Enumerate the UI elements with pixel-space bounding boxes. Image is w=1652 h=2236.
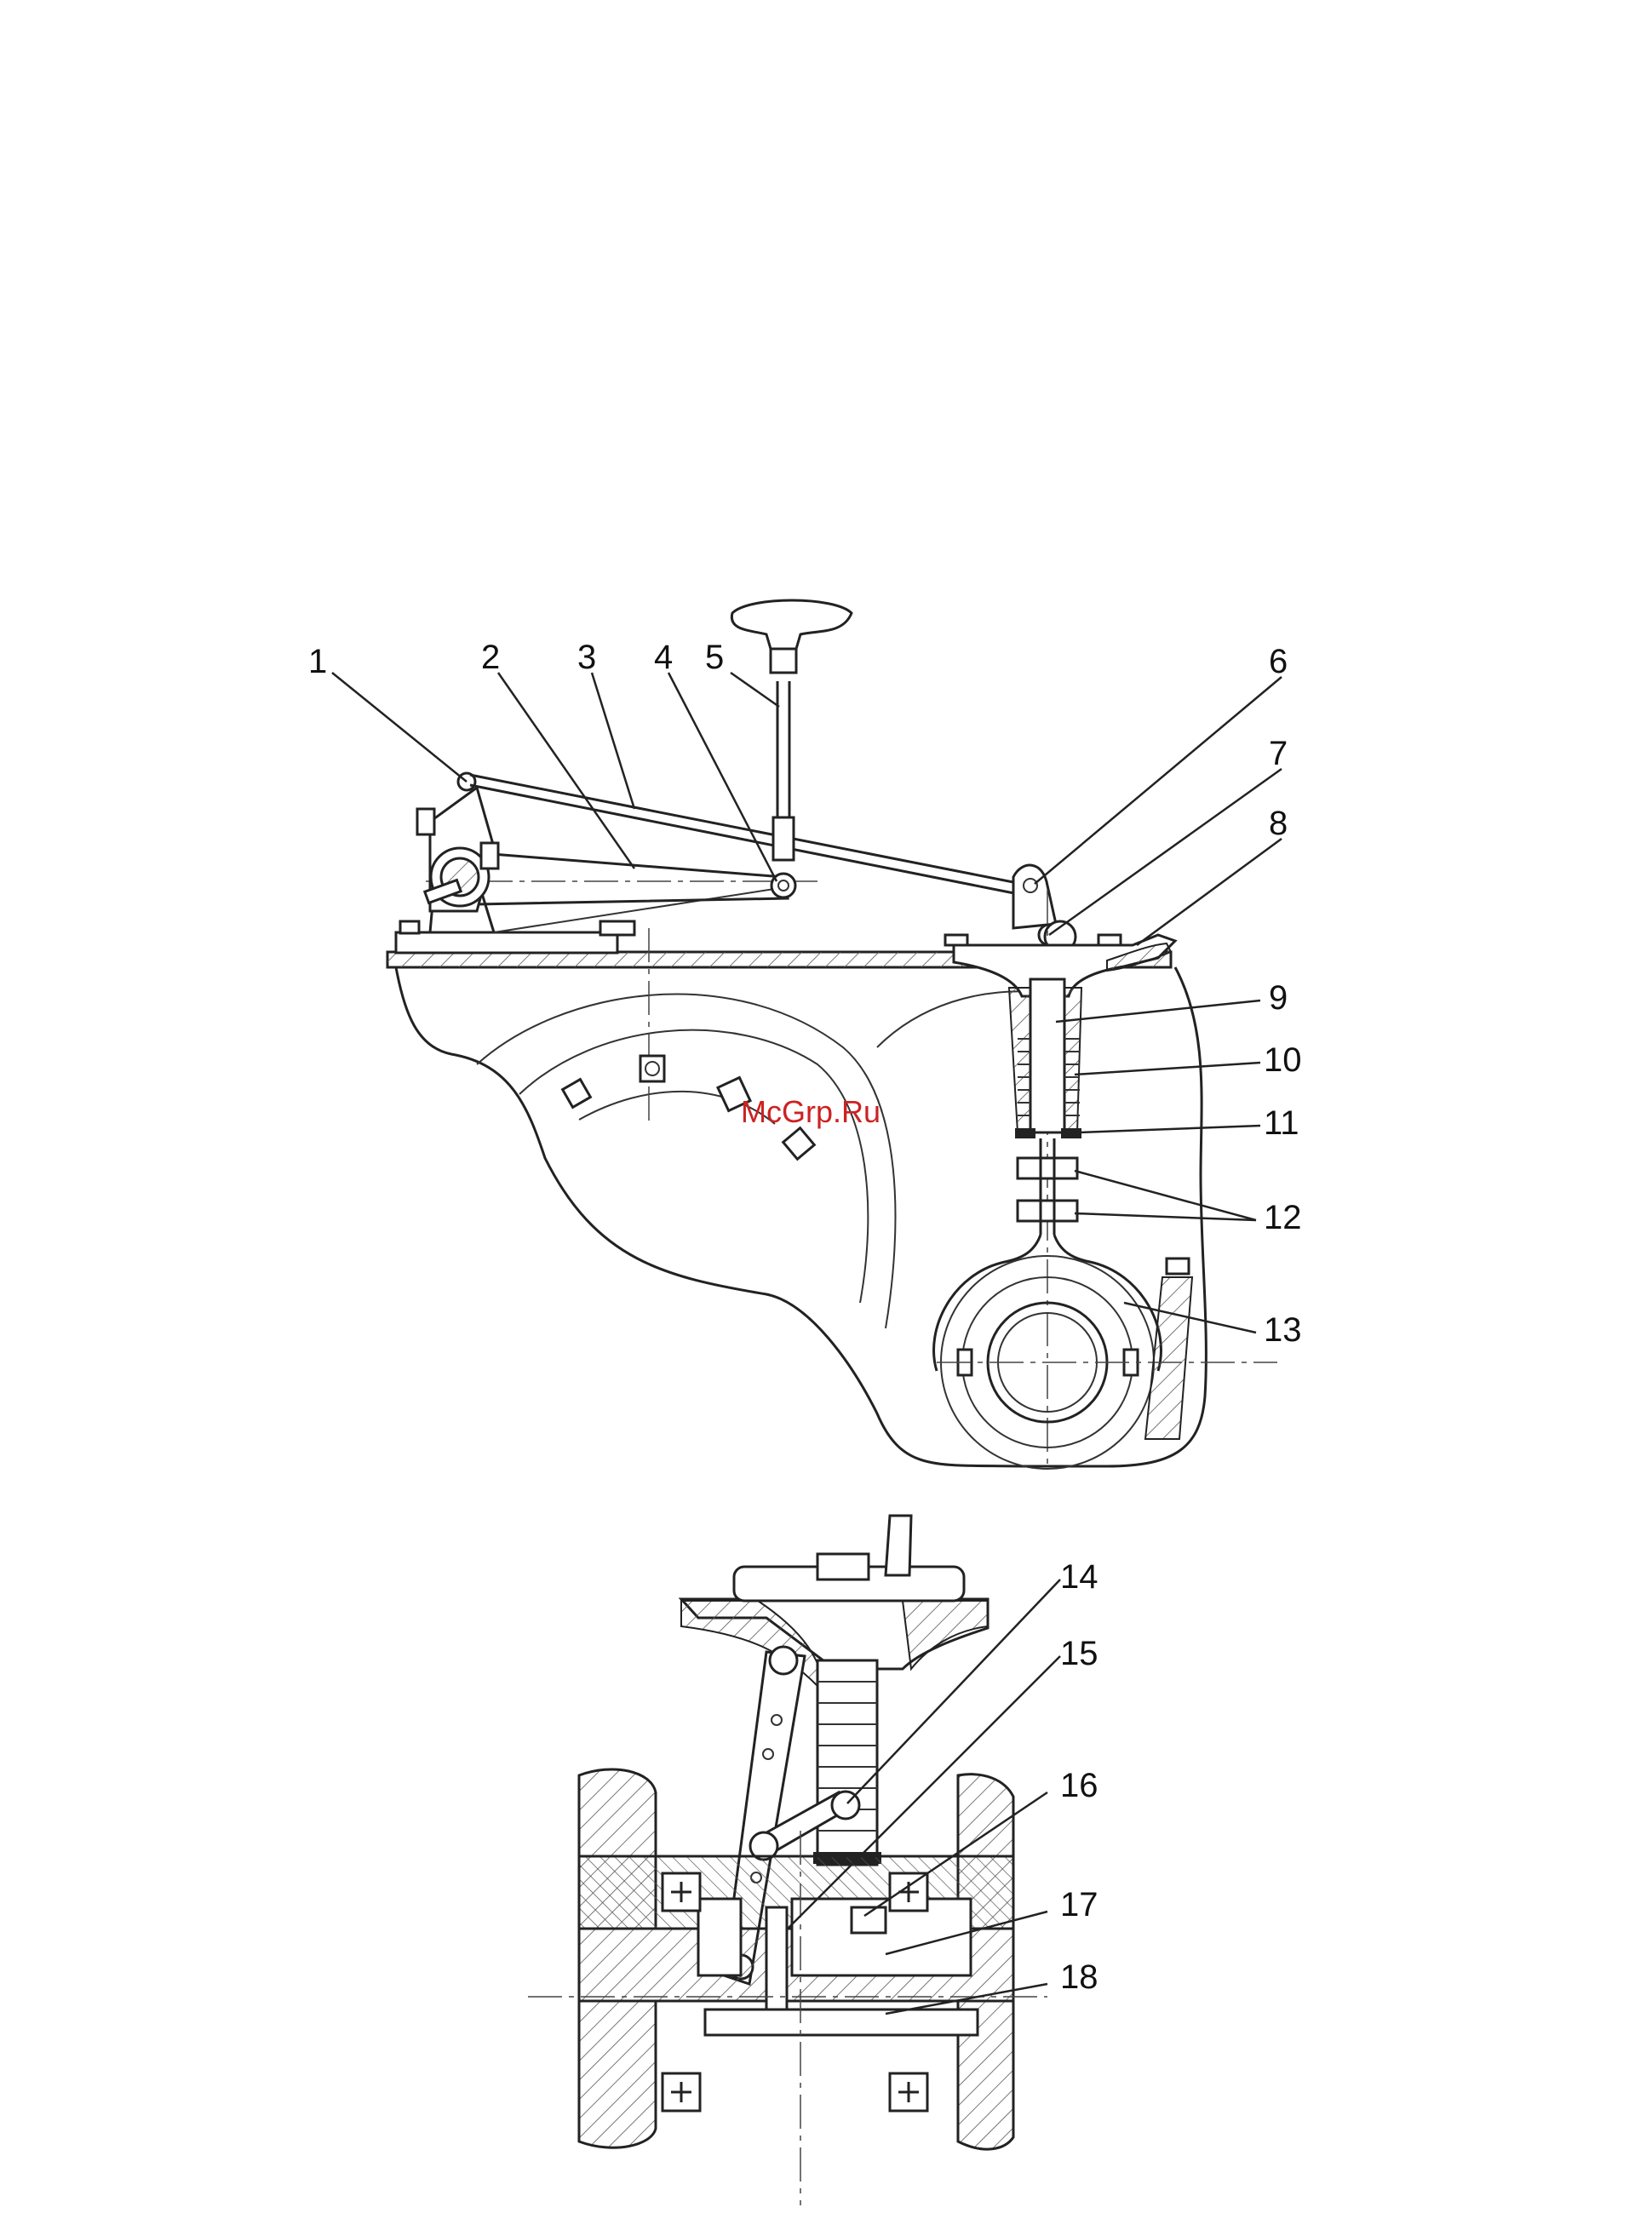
callout-8: 8 [1269, 805, 1288, 842]
guide-tube [1009, 979, 1081, 1132]
shift-fork [934, 1235, 1277, 1469]
callout-2: 2 [481, 639, 500, 676]
callout-17: 17 [1060, 1886, 1098, 1924]
callout-14: 14 [1060, 1558, 1098, 1596]
upper-view [332, 600, 1282, 1469]
gear-housing [396, 967, 1206, 1466]
lower-view [528, 1516, 1060, 2205]
shaft-clamp [417, 773, 498, 911]
lower-spring [813, 1660, 881, 1865]
watermark-text: McGrp.Ru [741, 1094, 880, 1129]
callout-18: 18 [1060, 1958, 1098, 1996]
pull-handle [731, 600, 852, 897]
callout-11: 11 [1264, 1104, 1299, 1142]
callout-1: 1 [308, 643, 327, 680]
callout-12: 12 [1264, 1199, 1302, 1236]
callout-9: 9 [1269, 979, 1288, 1017]
callout-7: 7 [1269, 735, 1288, 772]
callout-3: 3 [577, 639, 596, 676]
callout-13: 13 [1264, 1311, 1302, 1349]
callout-leaders-upper [332, 673, 1282, 1333]
callout-10: 10 [1264, 1041, 1302, 1079]
linkage-rod [470, 775, 1030, 896]
callout-5: 5 [705, 639, 724, 676]
callout-16: 16 [1060, 1767, 1098, 1804]
callout-4: 4 [654, 639, 673, 676]
callout-6: 6 [1269, 643, 1288, 680]
callout-15: 15 [1060, 1635, 1098, 1672]
